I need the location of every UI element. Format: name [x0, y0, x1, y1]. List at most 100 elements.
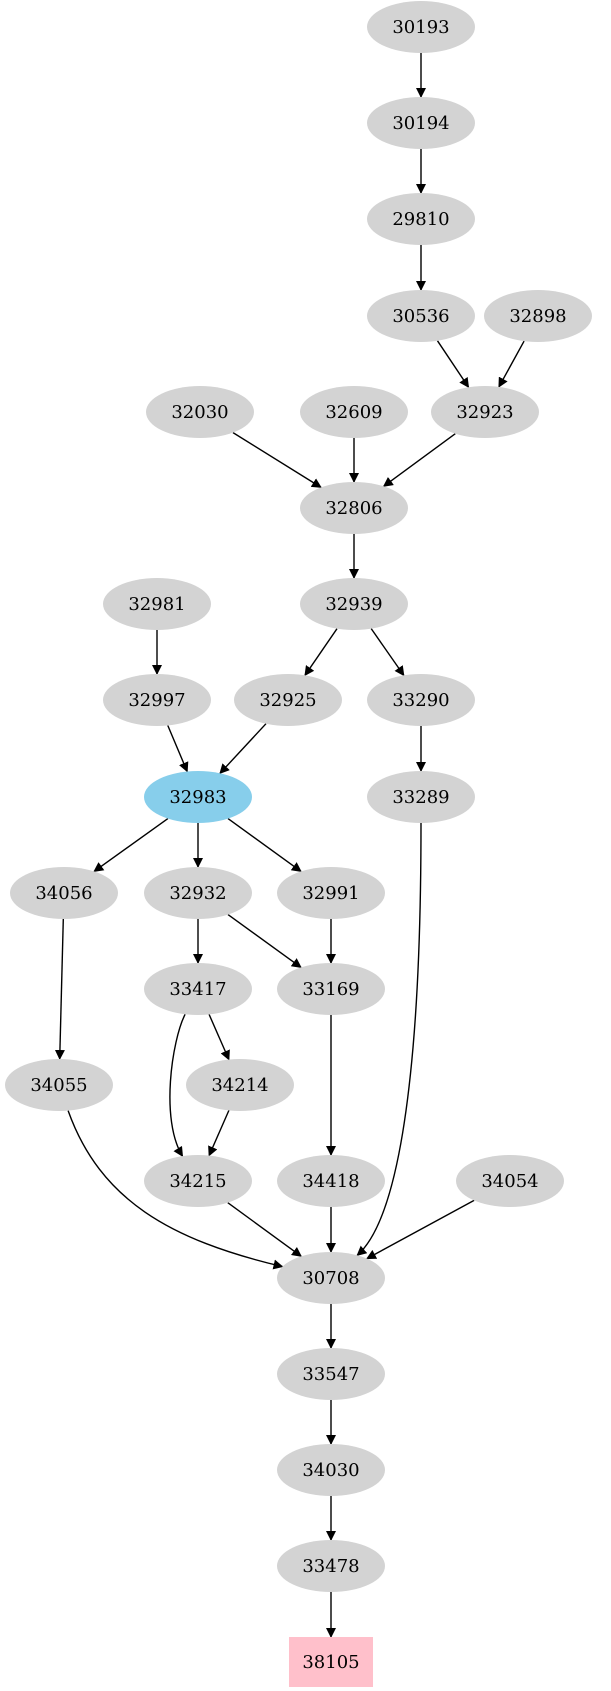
- node-29810[interactable]: 29810: [367, 193, 475, 245]
- node-ellipse-shape: [103, 674, 211, 726]
- node-33478[interactable]: 33478: [277, 1540, 385, 1592]
- node-label: 34215: [169, 1171, 226, 1192]
- node-ellipse-shape: [300, 578, 408, 630]
- node-label: 30708: [302, 1268, 359, 1289]
- node-label: 32981: [128, 594, 185, 615]
- node-label: 32609: [325, 402, 382, 423]
- node-ellipse-shape: [146, 386, 254, 438]
- node-ellipse-shape: [367, 1, 475, 53]
- edge-33417-to-34215: [169, 1013, 186, 1157]
- node-ellipse-shape: [300, 482, 408, 534]
- node-ellipse-shape: [484, 290, 592, 342]
- node-ellipse-shape: [10, 867, 118, 919]
- node-30193[interactable]: 30193: [367, 1, 475, 53]
- node-32898[interactable]: 32898: [484, 290, 592, 342]
- node-label: 30536: [392, 306, 449, 327]
- node-32806[interactable]: 32806: [300, 482, 408, 534]
- node-label: 30194: [392, 113, 449, 134]
- node-ellipse-shape: [144, 867, 252, 919]
- node-34418[interactable]: 34418: [277, 1155, 385, 1207]
- edge-32898-to-32923: [498, 340, 525, 388]
- node-ellipse-shape: [277, 963, 385, 1015]
- node-ellipse-shape: [367, 97, 475, 149]
- node-label: 32939: [325, 594, 382, 615]
- node-ellipse-shape: [367, 290, 475, 342]
- node-34030[interactable]: 34030: [277, 1444, 385, 1496]
- node-ellipse-shape: [456, 1155, 564, 1207]
- node-32609[interactable]: 32609: [300, 386, 408, 438]
- node-label: 32932: [169, 883, 226, 904]
- node-ellipse-shape: [186, 1059, 294, 1111]
- node-ellipse-shape: [277, 1252, 385, 1304]
- node-33289[interactable]: 33289: [367, 771, 475, 823]
- node-33547[interactable]: 33547: [277, 1348, 385, 1400]
- node-label: 33290: [392, 690, 449, 711]
- node-32925[interactable]: 32925: [234, 674, 342, 726]
- node-34215[interactable]: 34215: [144, 1155, 252, 1207]
- node-label: 32898: [509, 306, 566, 327]
- edge-32030-to-32806: [232, 432, 322, 488]
- edge-32983-to-34056: [93, 818, 169, 872]
- node-label: 33417: [169, 979, 226, 1000]
- node-label: 32923: [456, 402, 513, 423]
- node-34055[interactable]: 34055: [5, 1059, 113, 1111]
- node-label: 30193: [392, 17, 449, 38]
- node-34054[interactable]: 34054: [456, 1155, 564, 1207]
- node-ellipse-shape: [277, 1348, 385, 1400]
- node-32030[interactable]: 32030: [146, 386, 254, 438]
- node-ellipse-shape: [5, 1059, 113, 1111]
- nodes-layer: 30193 30194 29810 30536 32898 32030 32609 32923…: [5, 1, 592, 1687]
- node-label: 32997: [128, 690, 185, 711]
- node-ellipse-shape: [144, 963, 252, 1015]
- node-ellipse-shape: [431, 386, 539, 438]
- node-label: 32991: [302, 883, 359, 904]
- node-label: 34056: [35, 883, 92, 904]
- edge-33417-to-34214: [208, 1014, 230, 1061]
- node-33169[interactable]: 33169: [277, 963, 385, 1015]
- node-32939[interactable]: 32939: [300, 578, 408, 630]
- node-32981[interactable]: 32981: [103, 578, 211, 630]
- node-ellipse-shape: [300, 386, 408, 438]
- node-label: 32925: [259, 690, 316, 711]
- node-label: 32030: [171, 402, 228, 423]
- node-32932[interactable]: 32932: [144, 867, 252, 919]
- node-30708[interactable]: 30708: [277, 1252, 385, 1304]
- node-ellipse-shape: [367, 771, 475, 823]
- node-32923[interactable]: 32923: [431, 386, 539, 438]
- edge-32997-to-32983: [167, 725, 189, 773]
- node-33417[interactable]: 33417: [144, 963, 252, 1015]
- node-34214[interactable]: 34214: [186, 1059, 294, 1111]
- node-label: 34418: [302, 1171, 359, 1192]
- node-label: 32806: [325, 498, 382, 519]
- edges-layer: [54, 53, 525, 1638]
- edge-32939-to-33290: [370, 628, 405, 677]
- node-label: 32983: [169, 787, 226, 808]
- node-30194[interactable]: 30194: [367, 97, 475, 149]
- node-ellipse-shape: [277, 1155, 385, 1207]
- edge-34054-to-30708: [366, 1199, 475, 1260]
- node-label: 33478: [302, 1556, 359, 1577]
- node-label: 34030: [302, 1460, 359, 1481]
- node-34056[interactable]: 34056: [10, 867, 118, 919]
- node-32991[interactable]: 32991: [277, 867, 385, 919]
- node-33290[interactable]: 33290: [367, 674, 475, 726]
- node-ellipse-shape: [367, 193, 475, 245]
- node-32983-highlighted[interactable]: 32983: [144, 771, 252, 823]
- edge-32923-to-32806: [382, 433, 456, 487]
- node-label: 33289: [392, 787, 449, 808]
- node-label: 34214: [211, 1075, 268, 1096]
- edge-30536-to-32923: [436, 340, 470, 389]
- node-ellipse-shape: [103, 578, 211, 630]
- edge-34055-to-30708: [67, 1110, 284, 1270]
- node-30536[interactable]: 30536: [367, 290, 475, 342]
- edge-32925-to-32983: [219, 723, 267, 775]
- node-32997[interactable]: 32997: [103, 674, 211, 726]
- edge-34214-to-34215: [208, 1110, 230, 1157]
- node-ellipse-shape: [367, 674, 475, 726]
- node-ellipse-shape: [234, 674, 342, 726]
- node-label: 34055: [30, 1075, 87, 1096]
- node-38105-target[interactable]: 38105: [289, 1637, 373, 1687]
- edge-32983-to-32991: [227, 818, 302, 872]
- node-ellipse-shape: [277, 1444, 385, 1496]
